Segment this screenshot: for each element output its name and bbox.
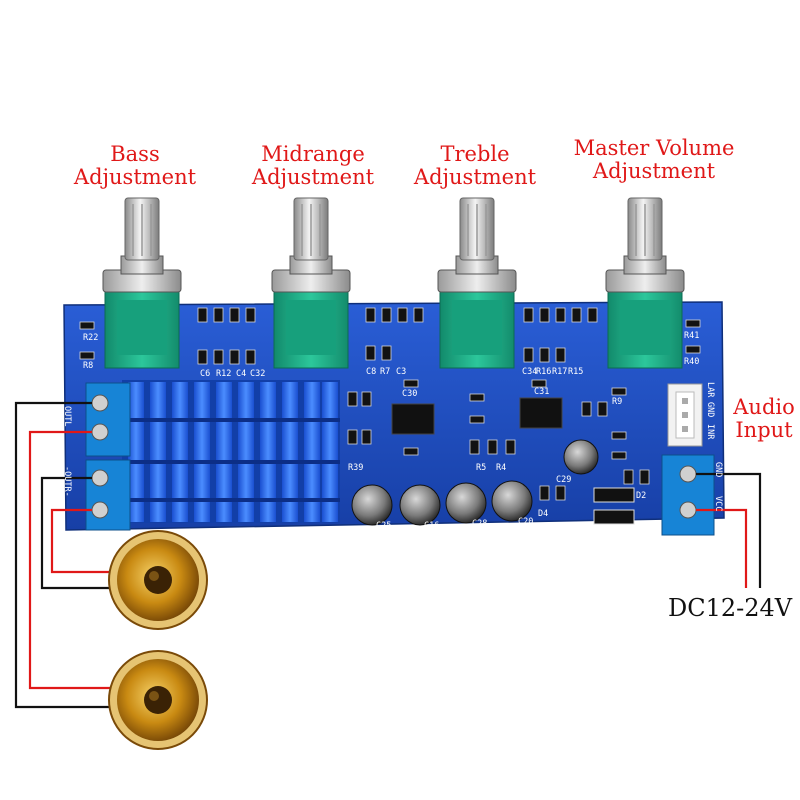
smd-components xyxy=(79,307,701,501)
speaker-icon xyxy=(108,530,208,630)
power-wires xyxy=(696,472,762,588)
silk-inr: INR xyxy=(705,424,715,440)
midrange-label-line2: Adjustment xyxy=(251,165,375,189)
part-label: R9 xyxy=(612,397,622,407)
part-label: R16 xyxy=(536,367,551,377)
part-label: C16 xyxy=(424,521,439,531)
silk-outl: OUTL xyxy=(62,406,72,426)
part-label: C6 xyxy=(200,369,210,379)
bass-potentiometer-icon xyxy=(102,197,182,369)
audio-input-label: Audio Input xyxy=(728,396,800,442)
part-label: R12 xyxy=(216,369,231,379)
part-label: R8 xyxy=(83,361,93,371)
part-label: R39 xyxy=(348,463,363,473)
ic-chip-right xyxy=(519,397,563,429)
part-label: C25 xyxy=(376,521,391,531)
bass-label-line1: Bass xyxy=(110,142,160,166)
speaker-icon xyxy=(108,650,208,750)
part-label: D2 xyxy=(636,491,646,501)
part-label: C28 xyxy=(472,519,487,529)
treble-adjustment-label: Treble Adjustment xyxy=(402,143,548,189)
part-label: R15 xyxy=(568,367,583,377)
part-label: R3 xyxy=(640,521,650,531)
capacitor-icon xyxy=(445,482,487,524)
treble-potentiometer-icon xyxy=(437,197,517,369)
midrange-label-line1: Midrange xyxy=(261,142,365,166)
silk-lar: LAR xyxy=(705,382,715,398)
treble-label-line1: Treble xyxy=(440,142,510,166)
capacitor-icon xyxy=(563,439,599,475)
silk-outr: -OUTR- xyxy=(62,466,72,497)
master-label-line1: Master Volume xyxy=(573,136,735,160)
capacitor-icon xyxy=(399,484,441,526)
bass-adjustment-label: Bass Adjustment xyxy=(62,143,208,189)
part-label: C20 xyxy=(518,517,533,527)
part-label: R41 xyxy=(684,331,699,341)
part-label: R22 xyxy=(83,333,98,343)
part-label: D4 xyxy=(538,509,548,519)
part-label: R4 xyxy=(496,463,506,473)
midrange-potentiometer-icon xyxy=(271,197,351,369)
silk-gnd-input: GND xyxy=(705,402,715,417)
part-label: C30 xyxy=(402,389,417,399)
part-label: R7 xyxy=(380,367,390,377)
part-label: C4 xyxy=(236,369,246,379)
speaker-wires xyxy=(14,401,112,709)
part-label: C31 xyxy=(534,387,549,397)
power-supply-label: DC12-24V xyxy=(668,594,793,622)
master-label-line2: Adjustment xyxy=(592,159,716,183)
master-volume-adjustment-label: Master Volume Adjustment xyxy=(560,137,748,183)
treble-label-line2: Adjustment xyxy=(413,165,537,189)
screw-terminal-icon xyxy=(85,382,131,531)
midrange-adjustment-label: Midrange Adjustment xyxy=(240,143,386,189)
master-potentiometer-icon xyxy=(605,197,685,369)
part-label: C3 xyxy=(396,367,406,377)
silk-vcc: VCC xyxy=(713,496,723,511)
part-label: C32 xyxy=(250,369,265,379)
connector-icon xyxy=(667,383,703,447)
audio-input-line2: Input xyxy=(735,418,793,442)
bass-label-line2: Adjustment xyxy=(73,165,197,189)
capacitor-icon xyxy=(351,484,393,526)
capacitor-icon xyxy=(491,480,533,522)
part-label: R17 xyxy=(552,367,567,377)
part-label: C8 xyxy=(366,367,376,377)
part-label: R40 xyxy=(684,357,699,367)
audio-input-line1: Audio xyxy=(733,395,795,419)
ic-chip-left xyxy=(391,403,435,435)
part-label: R5 xyxy=(476,463,486,473)
diode-d3 xyxy=(593,509,635,525)
power-terminal-icon xyxy=(661,454,715,536)
part-label: C34 xyxy=(522,367,537,377)
silk-gnd-power: GND xyxy=(713,462,723,477)
diode-d2 xyxy=(593,487,635,503)
heatsink-icon xyxy=(122,380,340,523)
part-label: C29 xyxy=(556,475,571,485)
